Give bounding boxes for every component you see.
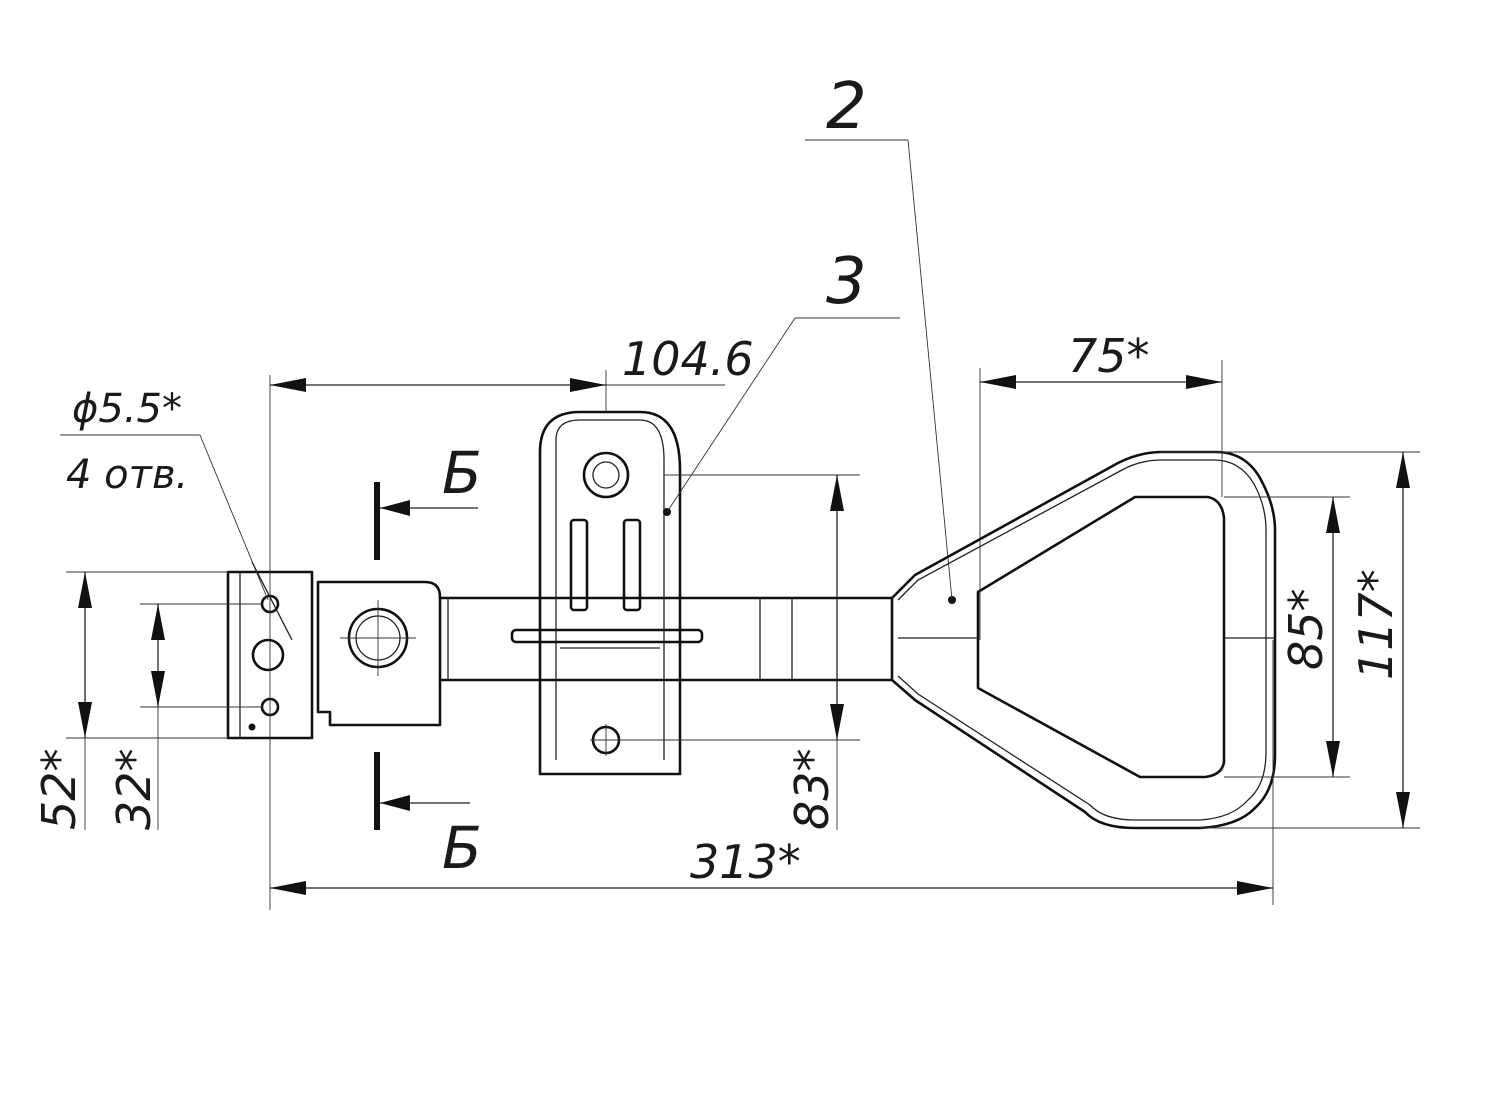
clamp-bracket (510, 410, 704, 776)
boss-block (316, 580, 442, 727)
dim-83: 83* (785, 748, 839, 830)
leader-lines (60, 139, 953, 641)
dimension-lines (78, 375, 1410, 895)
section-label-bottom: Б (442, 814, 482, 882)
section-label-top: Б (442, 439, 482, 507)
part-label-2: 2 (826, 70, 867, 144)
dim-hole-count: 4 отв. (66, 452, 188, 498)
extension-lines (66, 360, 1420, 910)
dim-32: 32* (107, 748, 161, 830)
dim-117: 117* (1349, 569, 1403, 680)
dim-52: 52* (32, 748, 86, 830)
dim-104-6: 104.6 (622, 332, 754, 386)
section-marks (374, 482, 478, 830)
dim-313: 313* (690, 835, 801, 889)
shaft (438, 596, 894, 682)
part-label-3: 3 (826, 245, 867, 319)
handle (890, 450, 1277, 830)
dim-85: 85* (1279, 588, 1333, 670)
dim-75: 75* (1068, 329, 1150, 383)
dim-hole-diameter: ϕ5.5* (72, 386, 182, 432)
